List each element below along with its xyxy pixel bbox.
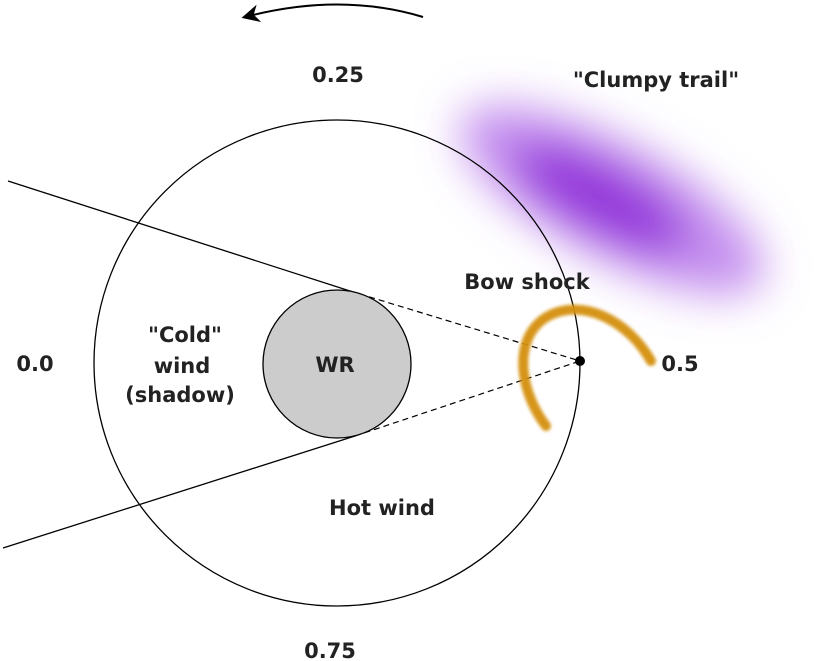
- cold-wind-label-line3: (shadow): [125, 383, 235, 407]
- phase-label-0-5: 0.5: [661, 352, 698, 376]
- phase-label-0-0: 0.0: [16, 352, 53, 376]
- phase-label-0-25: 0.25: [312, 63, 364, 87]
- bow-shock-arc: [518, 304, 656, 431]
- phase-label-0-75: 0.75: [304, 639, 356, 661]
- wr-star-label: WR: [315, 353, 354, 377]
- shadow-cone-upper-line: [7, 180, 351, 292]
- hot-wind-label: Hot wind: [329, 496, 435, 520]
- companion-dot: [575, 356, 585, 366]
- cold-wind-label-line1: "Cold": [148, 323, 222, 347]
- dashed-tangent-upper: [349, 290, 581, 362]
- cold-wind-label-line2: wind: [154, 354, 211, 378]
- orbit-direction-arrow: [241, 3, 424, 23]
- clumpy-trail-label: "Clumpy trail": [573, 68, 739, 92]
- bow-shock-label: Bow shock: [464, 270, 590, 294]
- shadow-cone-lower-line: [2, 435, 356, 549]
- clumpy-trail: [459, 105, 765, 295]
- wr-star: [262, 289, 412, 439]
